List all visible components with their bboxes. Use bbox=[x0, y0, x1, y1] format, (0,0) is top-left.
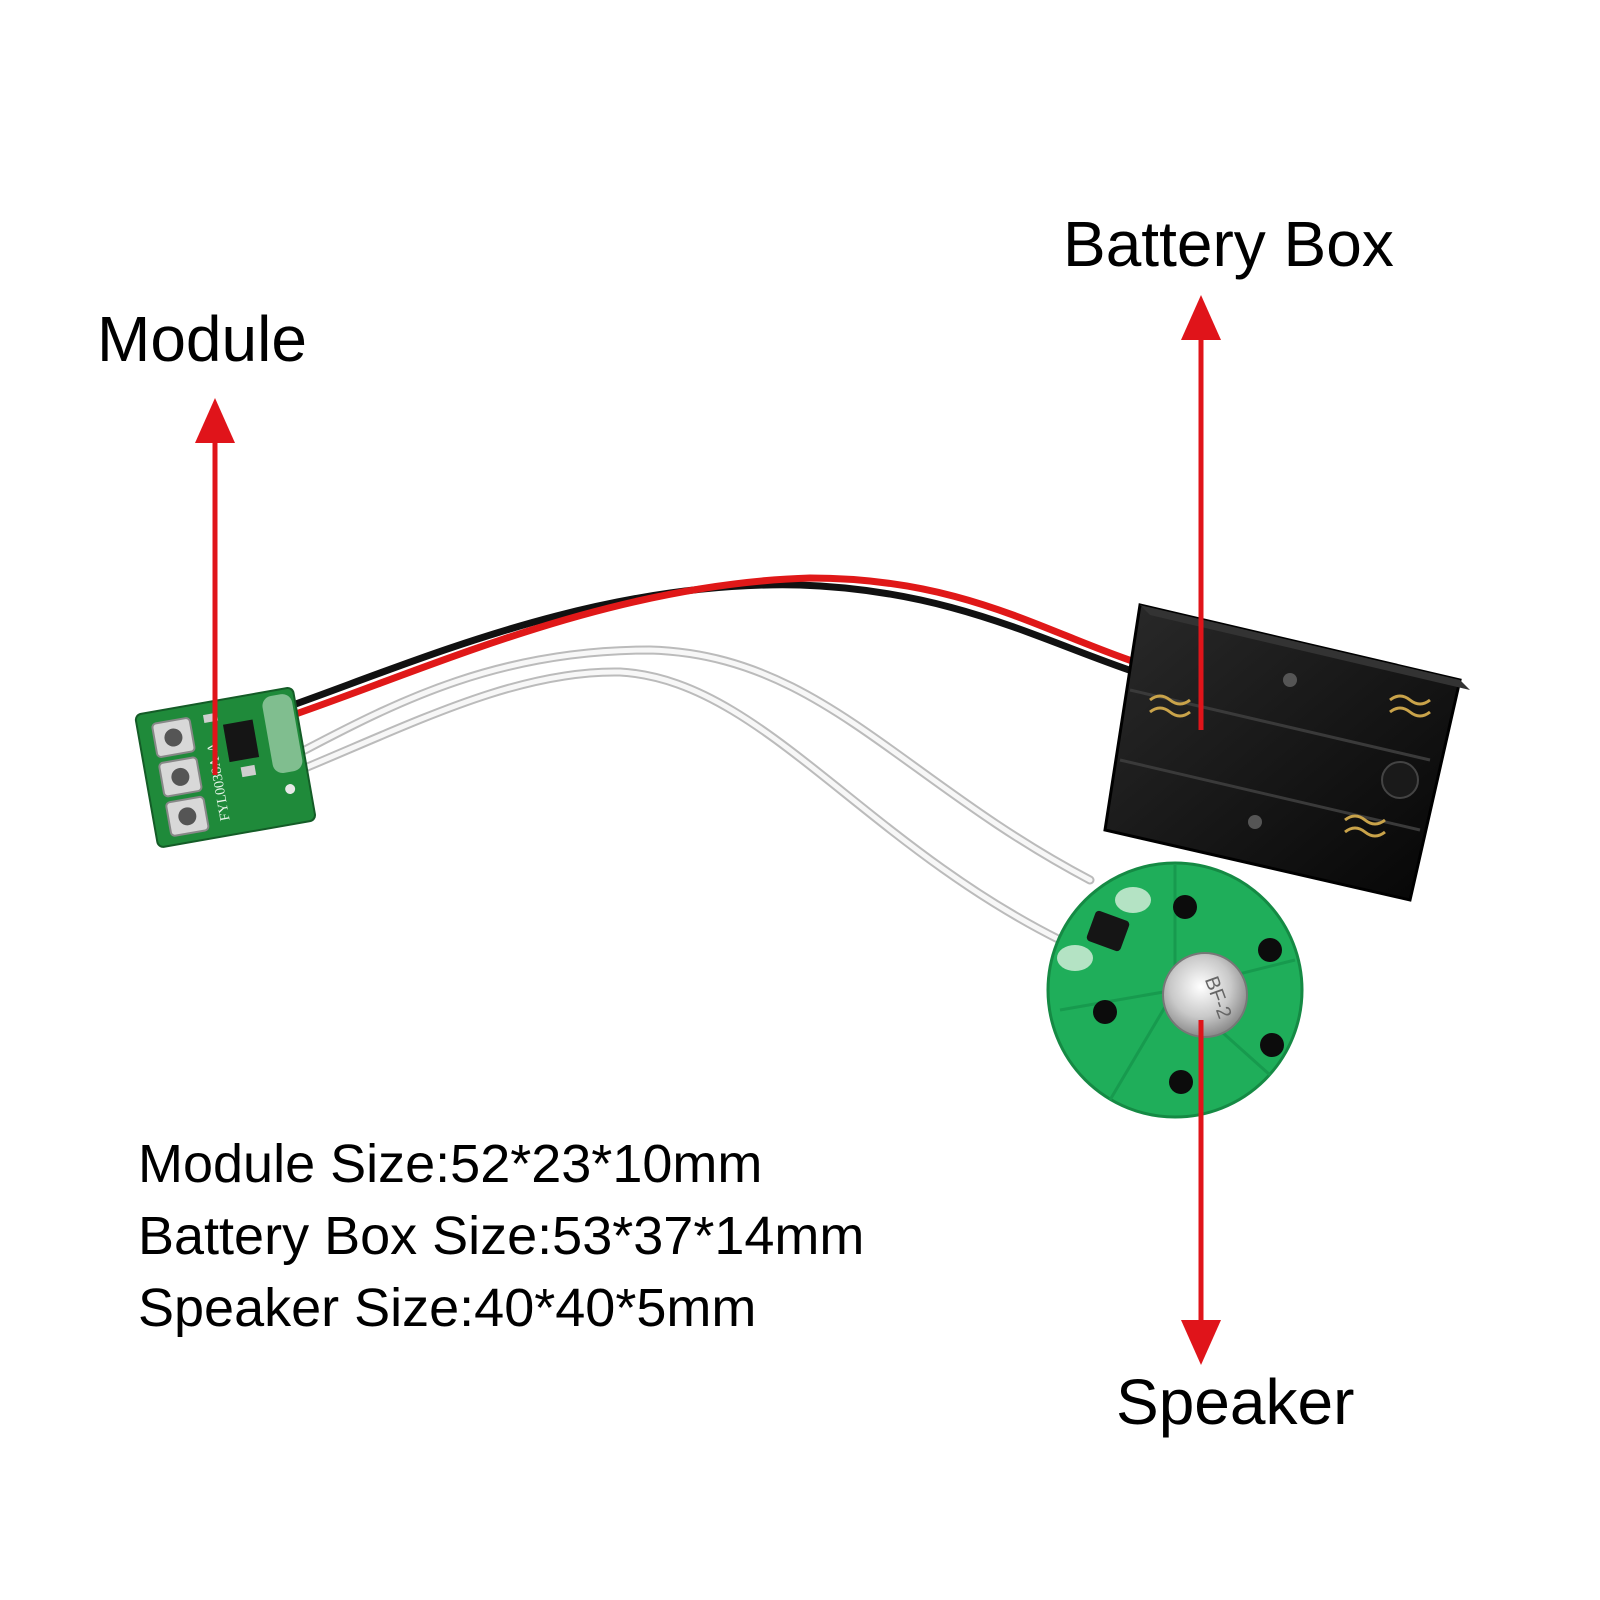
speaker: BF-2 bbox=[1046, 861, 1304, 1119]
speaker-label: Speaker bbox=[1116, 1366, 1355, 1438]
battery-box bbox=[1103, 603, 1470, 902]
module-label: Module bbox=[97, 303, 307, 375]
wires bbox=[286, 574, 1139, 945]
pcb-buttons bbox=[151, 717, 210, 837]
battery-springs bbox=[1149, 694, 1431, 838]
module-size-spec: Module Size:52*23*10mm bbox=[138, 1134, 763, 1194]
black-wire bbox=[286, 581, 1139, 710]
pcb-chip bbox=[222, 719, 260, 763]
battery-box-size-spec: Battery Box Size:53*37*14mm bbox=[138, 1206, 865, 1266]
module-pcb: FYL0038A-A bbox=[134, 687, 316, 848]
speaker-size-spec: Speaker Size:40*40*5mm bbox=[138, 1278, 757, 1338]
pointer-arrows bbox=[195, 295, 1221, 1365]
size-specs: Module Size:52*23*10mm Battery Box Size:… bbox=[138, 1128, 864, 1344]
red-wire bbox=[286, 574, 1139, 720]
speaker-cap bbox=[1162, 952, 1248, 1038]
white-wire-2 bbox=[300, 667, 1065, 945]
battery-box-label: Battery Box bbox=[1063, 208, 1394, 280]
white-wire-1 bbox=[300, 645, 1095, 885]
speaker-holes bbox=[1093, 895, 1284, 1094]
